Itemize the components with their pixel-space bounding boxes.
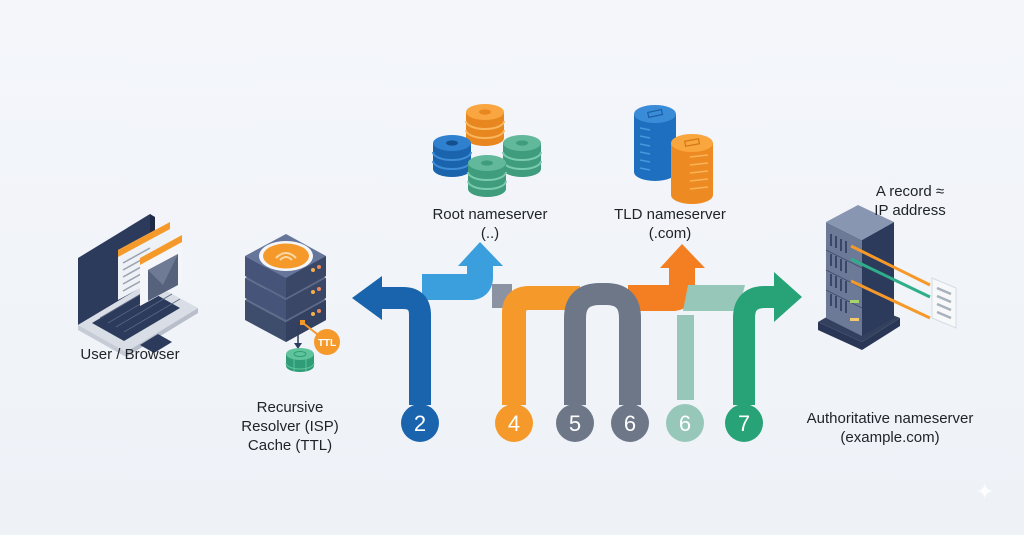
resolver-label: Recursive Resolver (ISP) Cache (TTL) — [241, 399, 339, 454]
step-number: 2 — [414, 411, 426, 436]
step-number: 6 — [679, 411, 691, 436]
root-stack-mint-right — [502, 135, 542, 177]
step-badge-5: 5 — [556, 404, 594, 442]
arrow-to-root — [422, 242, 503, 300]
root-stack-mint-front — [467, 155, 507, 197]
root-nameserver-label: Root nameserver (..) — [432, 206, 548, 242]
record-sheet-icon — [931, 277, 957, 329]
step-badge-7: 7 — [725, 404, 763, 442]
tld-cylinder-orange — [671, 134, 713, 204]
root-nameserver-icon — [432, 104, 542, 197]
arrow-to-tld — [628, 244, 705, 311]
authoritative-rack-icon — [818, 205, 957, 350]
step-badge-6-mint: 6 — [666, 404, 704, 442]
ttl-badge: TTL — [314, 329, 340, 355]
step-number: 7 — [738, 411, 750, 436]
arrow-step-2 — [352, 276, 431, 405]
tld-nameserver-icon — [634, 105, 713, 204]
step-number: 5 — [569, 411, 581, 436]
arrow-step-4 — [502, 286, 580, 405]
step-badge-2: 2 — [401, 404, 439, 442]
connector-mint — [683, 285, 745, 311]
stem-mint — [677, 315, 694, 400]
laptop-icon — [78, 214, 198, 357]
resolver-server-icon — [245, 234, 326, 349]
root-stack-blue — [432, 135, 472, 177]
cache-database-icon — [285, 348, 315, 372]
step-badge-6-gray: 6 — [611, 404, 649, 442]
arrow-steps-5-6 — [564, 283, 641, 405]
ttl-badge-text: TTL — [318, 338, 336, 349]
root-stack-orange — [465, 104, 505, 146]
authoritative-nameserver-label: Authoritative nameserver (example.com) — [806, 410, 974, 446]
tld-nameserver-label: TLD nameserver (.com) — [614, 206, 726, 242]
a-record-label: A record ≈ IP address — [874, 183, 946, 219]
step-badge-4: 4 — [495, 404, 533, 442]
user-browser-label: User / Browser — [80, 346, 180, 363]
sparkle-icon: ✦ — [975, 479, 994, 504]
step-number: 4 — [508, 411, 520, 436]
step-number: 6 — [624, 411, 636, 436]
tld-cylinder-blue — [634, 105, 676, 181]
arrow-step-7 — [733, 272, 802, 405]
